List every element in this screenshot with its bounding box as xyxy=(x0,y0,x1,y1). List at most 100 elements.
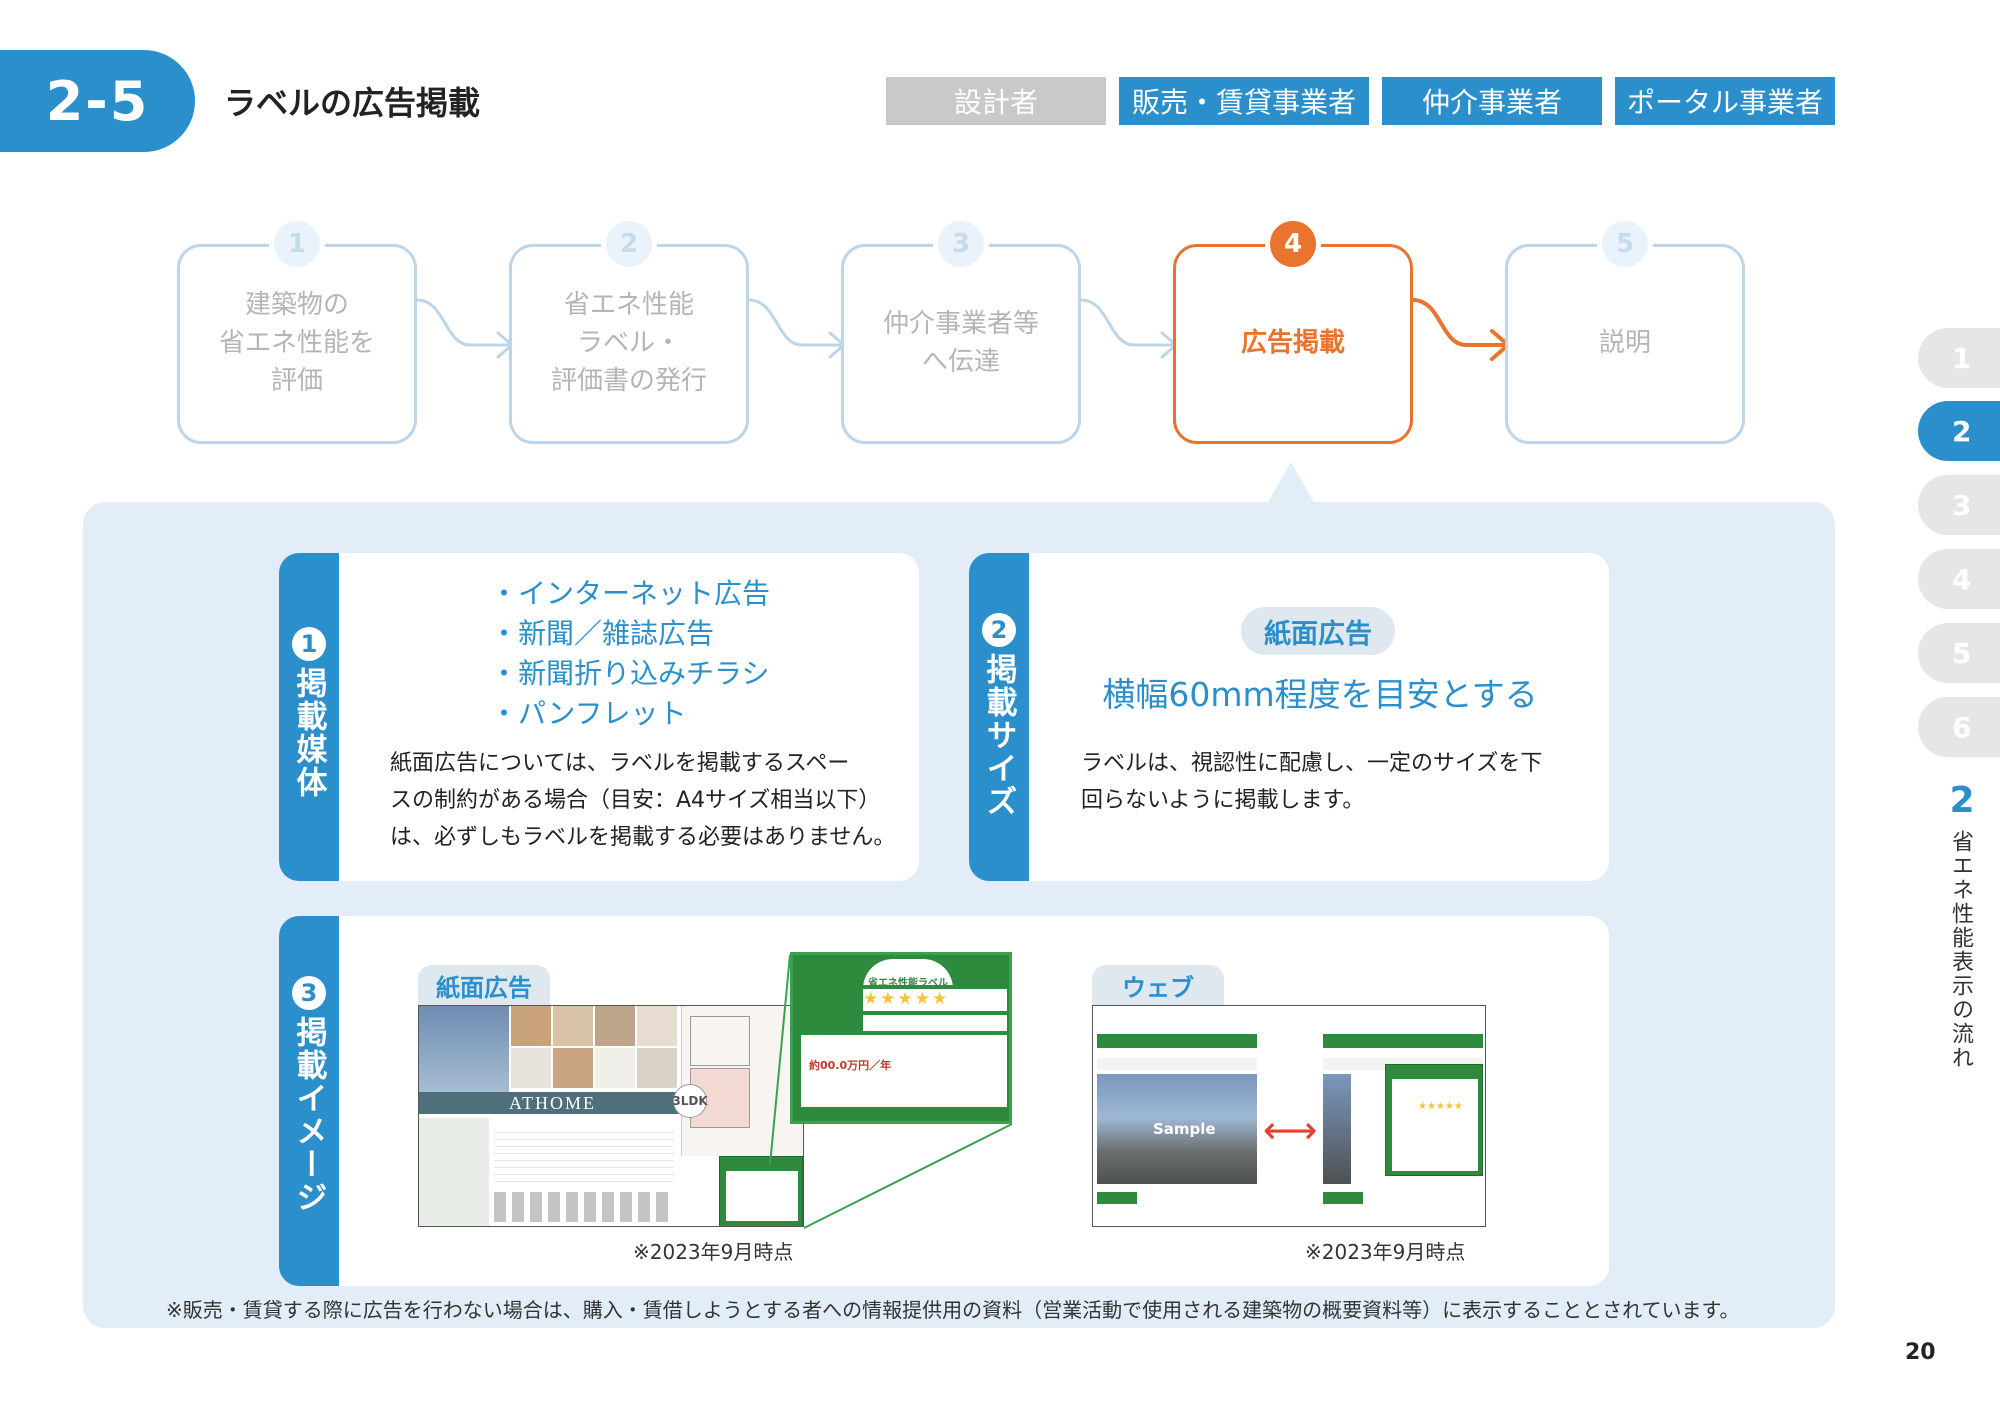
card-media-body-line-1: 紙面広告については、ラベルを掲載するスペー xyxy=(390,751,850,776)
panel-pointer xyxy=(1267,462,1315,504)
step-4-number: 4 xyxy=(1265,216,1321,272)
step-5-box: 説明 xyxy=(1505,244,1745,444)
card-size-number: 2 xyxy=(982,613,1016,647)
zoom-line-bottom xyxy=(803,1123,1013,1229)
room-photo-3 xyxy=(595,1006,635,1046)
card-image-tab-label: 掲載イメージ xyxy=(290,1016,327,1214)
current-chapter-label: 省エネ性能表示の流れ xyxy=(1948,830,1973,1070)
small-energy-label xyxy=(719,1156,803,1226)
chapter-tab-3[interactable]: 3 xyxy=(1918,475,2000,535)
step-2-label: 省エネ性能 ラベル・ 評価書の発行 xyxy=(550,290,707,396)
web-house-photo-partial xyxy=(1323,1074,1351,1184)
swap-arrow-icon: ⟷ xyxy=(1263,1108,1318,1152)
current-chapter-number: 2 xyxy=(1949,780,1975,821)
mansion-photo xyxy=(419,1006,509,1106)
card-media-body-line-3: は、必ずしもラベルを掲載する必要はありません。 xyxy=(390,825,896,850)
energy-label-title: 省エネ性能ラベル xyxy=(863,959,953,989)
role-tag-seller: 販売・賃貸事業者 xyxy=(1119,77,1369,125)
sample-watermark: Sample xyxy=(1153,1120,1216,1138)
role-tag-broker: 仲介事業者 xyxy=(1382,77,1602,125)
paper-ad-pill: 紙面広告 xyxy=(1241,607,1395,655)
card-size-body-line-2: 回らないように掲載します。 xyxy=(1081,788,1365,813)
flow-arrow-2 xyxy=(747,298,844,347)
room-photo-2 xyxy=(553,1006,593,1046)
step-3-label: 仲介事業者等 へ伝達 xyxy=(882,309,1039,377)
web-house-photo: Sample xyxy=(1097,1074,1257,1184)
chapter-tab-2[interactable]: 2 xyxy=(1918,401,2000,461)
flow-arrow-1 xyxy=(415,298,512,347)
step-5-label: 説明 xyxy=(1598,328,1651,359)
energy-label-background: ★★★★★ 約00.0万円／年 xyxy=(793,985,1009,1121)
chapter-tab-6[interactable]: 6 xyxy=(1918,697,2000,757)
card-media-tab-label: 掲載媒体 xyxy=(290,667,327,799)
energy-row-label-1 xyxy=(801,989,861,1011)
section-badge: 2-5 xyxy=(0,50,195,152)
step-4-label: 広告掲載 xyxy=(1240,328,1345,359)
room-photo-7 xyxy=(595,1048,635,1088)
energy-label-price: 約00.0万円／年 xyxy=(809,1059,892,1072)
web-header-left xyxy=(1097,1034,1257,1048)
step-2-box: 省エネ性能 ラベル・ 評価書の発行 xyxy=(509,244,749,444)
energy-stars: ★★★★★ xyxy=(863,989,1007,1011)
paper-ad-tab: 紙面広告 xyxy=(418,965,550,1005)
flow-arrow-3 xyxy=(1079,298,1176,347)
footnote: ※販売・賃貸する際に広告を行わない場合は、購入・賃借しようとする者への情報提供用… xyxy=(166,1298,1740,1322)
web-image: Sample ⟷ ★★★★★ xyxy=(1092,1005,1486,1227)
step-3-number: 3 xyxy=(933,216,989,272)
step-3-box: 仲介事業者等 へ伝達 xyxy=(841,244,1081,444)
media-item-pamphlet: ・パンフレット xyxy=(490,697,687,730)
mansion-badge: 3LDK xyxy=(672,1084,708,1118)
card-size-tab-label: 掲載サイズ xyxy=(980,653,1017,818)
paper-ad-caption: ※2023年9月時点 xyxy=(633,1240,794,1264)
card-media: 1 掲載媒体 xyxy=(279,553,919,881)
insulation-bar xyxy=(863,1015,1007,1031)
card-size-body-line-1: ラベルは、視認性に配慮し、一定のサイズを下 xyxy=(1081,751,1543,776)
web-energy-label-body: ★★★★★ xyxy=(1392,1079,1478,1171)
web-tag-left xyxy=(1097,1192,1137,1204)
media-list: ・インターネット広告 ・新聞／雑誌広告 ・新聞折り込みチラシ ・パンフレット xyxy=(490,574,770,734)
chapter-tab-4[interactable]: 4 xyxy=(1918,549,2000,609)
step-1-label: 建築物の 省エネ性能を 評価 xyxy=(218,290,375,396)
page-number: 20 xyxy=(1905,1340,1936,1365)
room-photo-5 xyxy=(511,1048,551,1088)
role-tag-portal: ポータル事業者 xyxy=(1615,77,1835,125)
card-media-number: 1 xyxy=(292,627,326,661)
small-energy-label-body xyxy=(726,1171,798,1221)
card-image-tab: 3 掲載イメージ xyxy=(279,916,339,1286)
web-header-right xyxy=(1323,1034,1483,1048)
card-media-tab: 1 掲載媒体 xyxy=(279,553,339,881)
room-photo-8 xyxy=(637,1048,677,1088)
flow-arrow-4 xyxy=(1411,298,1508,347)
card-media-body: 紙面広告については、ラベルを掲載するスペー スの制約がある場合（目安：A4サイズ… xyxy=(390,745,895,856)
room-photo-6 xyxy=(553,1048,593,1088)
web-title-left xyxy=(1097,1058,1257,1070)
energy-label-zoom: 省エネ性能ラベル ★★★★★ 約00.0万円／年 xyxy=(790,952,1012,1124)
ad-text-block xyxy=(494,1126,674,1186)
floor-plan-room-1 xyxy=(690,1016,750,1066)
page-title: ラベルの広告掲載 xyxy=(224,84,481,122)
size-headline: 横幅60mm程度を目安とする xyxy=(1102,675,1538,714)
mansion-banner: ATHOME MANSION xyxy=(419,1092,681,1134)
card-image-number: 3 xyxy=(292,976,326,1010)
room-photo-1 xyxy=(511,1006,551,1046)
web-tab: ウェブ xyxy=(1092,965,1224,1005)
chapter-tab-5[interactable]: 5 xyxy=(1918,623,2000,683)
step-5-number: 5 xyxy=(1597,216,1653,272)
map-image xyxy=(419,1118,489,1226)
web-caption: ※2023年9月時点 xyxy=(1305,1240,1466,1264)
web-energy-stars: ★★★★★ xyxy=(1418,1101,1463,1112)
step-1-number: 1 xyxy=(269,216,325,272)
flow-arrows xyxy=(415,298,1510,361)
media-item-newspaper: ・新聞／雑誌広告 xyxy=(490,617,715,650)
media-item-flyer: ・新聞折り込みチラシ xyxy=(490,657,770,690)
web-tag-right xyxy=(1323,1192,1363,1204)
zoom-line-top xyxy=(769,954,791,1166)
step-1-box: 建築物の 省エネ性能を 評価 xyxy=(177,244,417,444)
card-size-body: ラベルは、視認性に配慮し、一定のサイズを下 回らないように掲載します。 xyxy=(1081,745,1542,819)
room-photo-4 xyxy=(637,1006,677,1046)
card-size-tab: 2 掲載サイズ xyxy=(969,553,1029,881)
chapter-tab-1[interactable]: 1 xyxy=(1918,328,2000,388)
amenity-icons xyxy=(494,1192,674,1222)
step-4-box: 広告掲載 xyxy=(1173,244,1413,444)
